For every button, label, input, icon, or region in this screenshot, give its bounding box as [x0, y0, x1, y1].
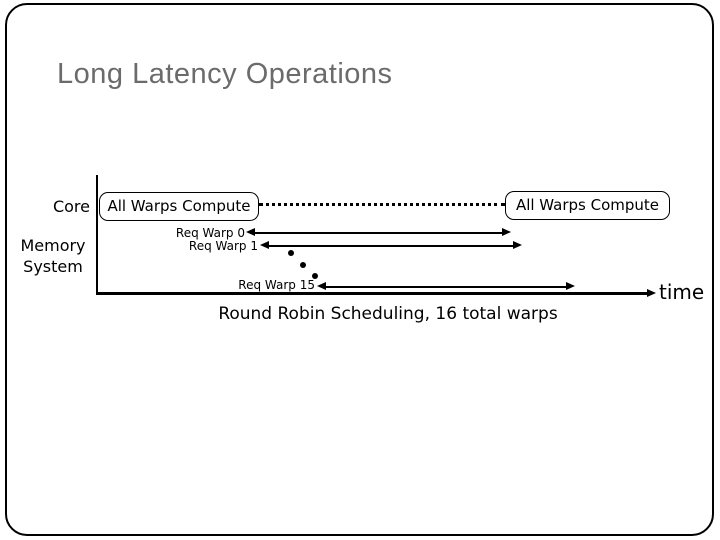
compute-stall-dotted-line	[259, 203, 505, 206]
req-warp-1-right-arrowhead-icon	[513, 241, 522, 249]
core-row-label: Core	[52, 197, 90, 216]
req-warp-0-line	[254, 232, 502, 234]
scheduling-caption: Round Robin Scheduling, 16 total warps	[218, 304, 558, 324]
memory-label-line2: System	[23, 257, 83, 276]
ellipsis-dot-3	[312, 273, 318, 279]
all-warps-compute-box-right: All Warps Compute	[505, 191, 670, 220]
slide-frame-border	[5, 3, 714, 536]
req-warp-1-line	[268, 245, 513, 247]
req-warp-1-label: Req Warp 1	[188, 239, 258, 253]
req-warp-15-line	[325, 286, 566, 288]
time-axis-arrowhead-icon	[647, 289, 656, 297]
req-warp-15-label: Req Warp 15	[238, 278, 315, 292]
ellipsis-dot-1	[288, 250, 294, 256]
memory-label-line1: Memory	[20, 236, 86, 255]
vertical-axis-line	[96, 175, 98, 294]
ellipsis-dot-2	[300, 262, 306, 268]
time-axis-line	[96, 292, 647, 295]
memory-system-row-label: Memory System	[12, 235, 94, 277]
req-warp-1-left-arrowhead-icon	[260, 241, 269, 249]
slide-title: Long Latency Operations	[57, 58, 393, 90]
time-axis-label: time	[659, 280, 705, 304]
req-warp-15-left-arrowhead-icon	[317, 282, 326, 290]
req-warp-0-left-arrowhead-icon	[246, 228, 255, 236]
req-warp-0-label: Req Warp 0	[175, 226, 245, 240]
all-warps-compute-box-left: All Warps Compute	[99, 192, 259, 221]
req-warp-15-right-arrowhead-icon	[566, 282, 575, 290]
req-warp-0-right-arrowhead-icon	[502, 228, 511, 236]
